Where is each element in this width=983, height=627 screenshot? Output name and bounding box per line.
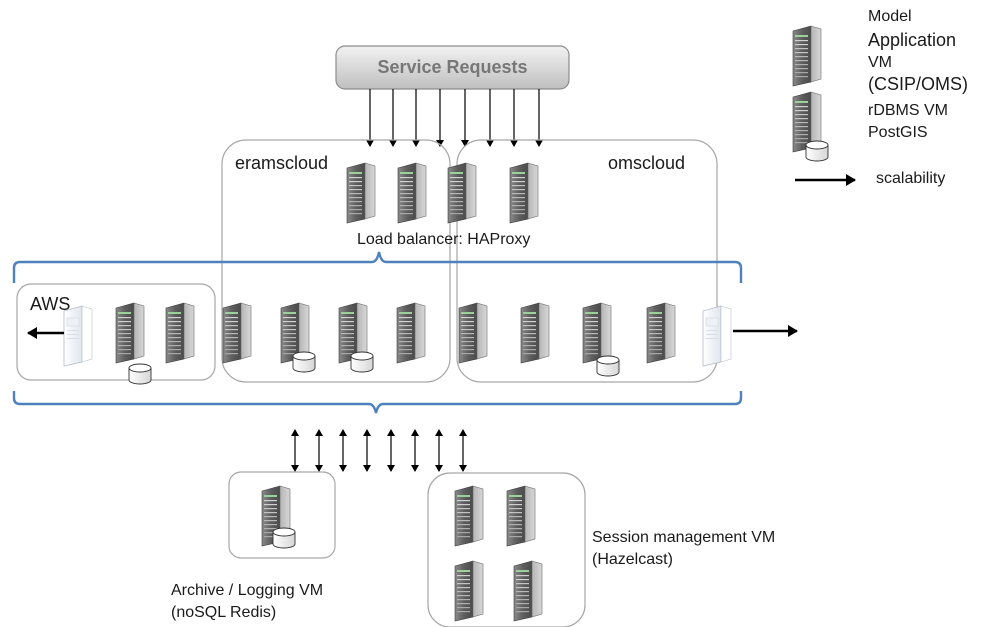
request-arrows xyxy=(366,89,543,147)
bottom-bracket xyxy=(12,391,743,414)
aws-label: AWS xyxy=(30,294,71,314)
eramscloud-servers xyxy=(222,302,426,373)
top-bracket xyxy=(12,251,743,283)
legend-scalability-label: scalability xyxy=(876,170,946,187)
session-label-line1: Session management VM xyxy=(592,529,776,546)
legend-model-line1: Model xyxy=(868,8,912,25)
legend-db-icon xyxy=(805,140,829,162)
aws-servers xyxy=(63,302,195,385)
session-servers xyxy=(454,485,543,622)
eramscloud-label: eramscloud xyxy=(235,153,329,173)
load-balancer-label: Load balancer: HAProxy xyxy=(357,231,531,248)
service-requests-box xyxy=(335,45,570,90)
archive-label-line1: Archive / Logging VM xyxy=(171,582,324,599)
omscloud-servers xyxy=(458,302,732,377)
session-label-line2: (Hazelcast) xyxy=(592,551,673,568)
load-balancer-servers xyxy=(346,162,539,224)
legend-graphics xyxy=(792,25,856,186)
legend-model-server-icon xyxy=(792,25,822,87)
aws-group xyxy=(16,283,216,381)
legend-model-line2: Application xyxy=(868,30,957,50)
archive-group xyxy=(228,471,336,559)
legend-model-line4: (CSIP/OMS) xyxy=(868,74,969,94)
omscloud-label: omscloud xyxy=(608,153,686,173)
bidirectional-arrows xyxy=(291,429,467,472)
session-group xyxy=(427,472,586,627)
archive-label-line2: (noSQL Redis) xyxy=(171,604,277,621)
legend-db-line1: rDBMS VM xyxy=(868,102,948,119)
legend-model-line3: VM xyxy=(868,54,892,71)
legend-db-line2: PostGIS xyxy=(868,124,928,141)
archive-db xyxy=(272,527,296,549)
service-requests-label: Service Requests xyxy=(377,57,528,77)
